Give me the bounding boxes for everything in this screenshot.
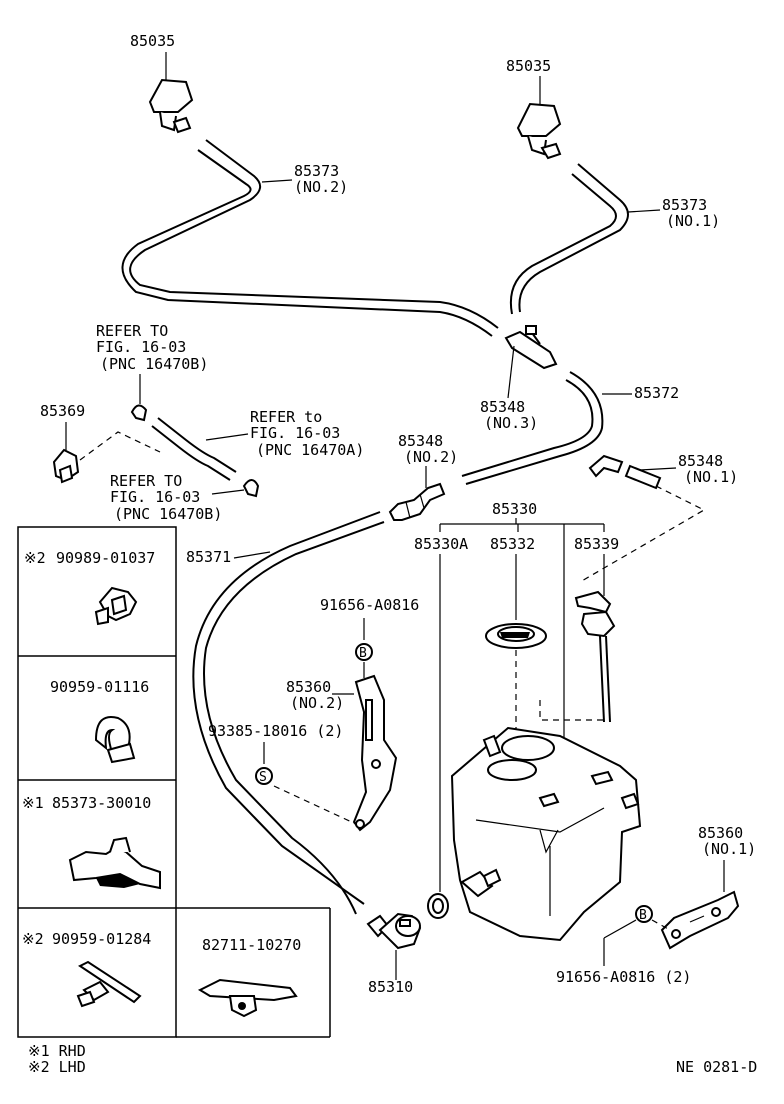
clamp-85369[interactable] [52,448,80,484]
bracket-85360-no1[interactable] [660,890,740,950]
side-panel-5-part: 82711-10270 [202,936,301,954]
grommet-85330a[interactable] [427,893,449,919]
refer-low-line3: (PNC 16470B) [114,505,222,523]
refer-mid-line1: REFER to [250,408,322,426]
side-panel-3: ※1 85373-30010 [22,794,161,890]
washer-tank-85330[interactable] [450,726,642,942]
leader-hose-no2 [261,179,293,183]
washer-pump-85310[interactable] [366,912,422,950]
label-bracket-no2-num: 85360 [286,678,331,696]
svg-text:S: S [259,770,267,785]
clip-90989-01037[interactable] [94,586,138,626]
svg-text:B: B [639,908,647,923]
dashed-screw [273,785,357,825]
hose-85372[interactable] [461,371,604,485]
label-tank-assy: 85330 [492,500,537,518]
dashed-sensor [539,700,604,721]
refer-top-line3: (PNC 16470B) [100,355,208,373]
clip-top[interactable] [130,404,148,422]
svg-text:B: B [359,646,367,661]
label-hose-no2-sub: (NO.2) [294,178,348,196]
label-hose-no1-num: 85373 [662,196,707,214]
label-jt-no2-sub: (NO.2) [404,448,458,466]
label-bracket-no1-sub: (NO.1) [702,840,756,858]
label-jt-no1-num: 85348 [678,452,723,470]
clip-90959-01116[interactable] [94,716,136,764]
legend-lhd: ※2 LHD [28,1058,86,1076]
refer-low-line1: REFER TO [110,472,182,490]
joint-85348-no2[interactable] [388,482,446,521]
label-tank-85330a: 85330A [414,535,468,553]
leader-hose-no1 [627,209,661,213]
side-panel-2: 90959-01116 [50,678,149,764]
side-panel-4: ※2 90959-01284 [22,930,151,1008]
dashed-bolt-bottom [651,919,671,931]
label-hose-no1-sub: (NO.1) [666,212,720,230]
label-screw: 93385-18016 (2) [208,722,343,740]
clip-82711-10270[interactable] [197,978,298,1018]
side-panel-1: ※2 90989-01037 [24,549,155,626]
leader-jt-no3 [507,345,515,399]
joint-85348-no1[interactable] [588,454,662,490]
level-sensor-85339[interactable] [574,590,616,723]
label-pump: 85310 [368,978,413,996]
label-jt-no2-num: 85348 [398,432,443,450]
hose-85373-no2[interactable] [121,139,499,337]
nozzle-left[interactable] [148,78,194,134]
refer-mid-line3: (PNC 16470A) [256,441,364,459]
refer-top-line2: FIG. 16-03 [96,338,186,356]
label-bracket-no2-sub: (NO.2) [290,694,344,712]
legend-rhd: ※1 RHD [28,1042,86,1060]
tank-assy-bracket-lines [439,518,605,532]
refer-top-line1: REFER TO [96,322,168,340]
side-panel-frame [17,526,331,1038]
leader-refer-mid [205,433,249,441]
label-hose-85371: 85371 [186,548,231,566]
label-tank-85339: 85339 [574,535,619,553]
side-panel-2-part: 90959-01116 [50,678,149,696]
bolt-bottom-mark[interactable]: B [635,905,653,923]
hose-85373-no1[interactable] [510,163,629,315]
hose-85371[interactable] [192,511,385,915]
leader-bolt-bottom-a [603,919,637,939]
label-nozzle-left: 85035 [130,32,175,50]
side-panel-4-part: 90959-01284 [52,930,151,948]
side-panel-4-mark: ※2 [22,930,44,948]
joint-85348-no3[interactable] [504,325,558,370]
label-tank-85332: 85332 [490,535,535,553]
side-panel-5: 82711-10270 [197,936,301,1018]
label-hose-85372: 85372 [634,384,679,402]
bolt-top-mark[interactable]: B [355,643,373,661]
side-panel-3-mark: ※1 [22,794,44,812]
label-clamp-85369: 85369 [40,402,85,420]
clip-low[interactable] [242,479,260,498]
label-jt-no1-sub: (NO.1) [684,468,738,486]
leader-hose-85371 [233,551,271,559]
side-panel-1-part: 90989-01037 [56,549,155,567]
clip-85373-30010[interactable] [68,836,161,890]
nozzle-right[interactable] [516,102,562,160]
dashed-jt-no1 [579,485,706,583]
label-bolt-bottom: 91656-A0816 (2) [556,968,691,986]
side-panel-3-part: 85373-30010 [52,794,151,812]
screw-mark[interactable]: S [255,767,273,785]
label-nozzle-right: 85035 [506,57,551,75]
label-jt-no3-sub: (NO.3) [484,414,538,432]
label-bolt-top: 91656-A0816 [320,596,419,614]
drawing-code: NE 0281-D [676,1058,757,1076]
clip-90959-01284[interactable] [76,960,142,1008]
refer-low-line2: FIG. 16-03 [110,488,200,506]
tank-cap-85332[interactable] [485,623,547,649]
hose-refer-mid[interactable] [151,417,237,481]
label-jt-no3-num: 85348 [480,398,525,416]
bracket-85360-no2[interactable] [352,674,398,832]
dashed-clamp-85369 [79,431,161,461]
leader-jt-no1 [639,467,677,471]
refer-mid-line2: FIG. 16-03 [250,424,340,442]
side-panel-1-mark: ※2 [24,549,46,567]
leader-refer-low [211,489,245,495]
label-bracket-no1-num: 85360 [698,824,743,842]
label-hose-no2-num: 85373 [294,162,339,180]
